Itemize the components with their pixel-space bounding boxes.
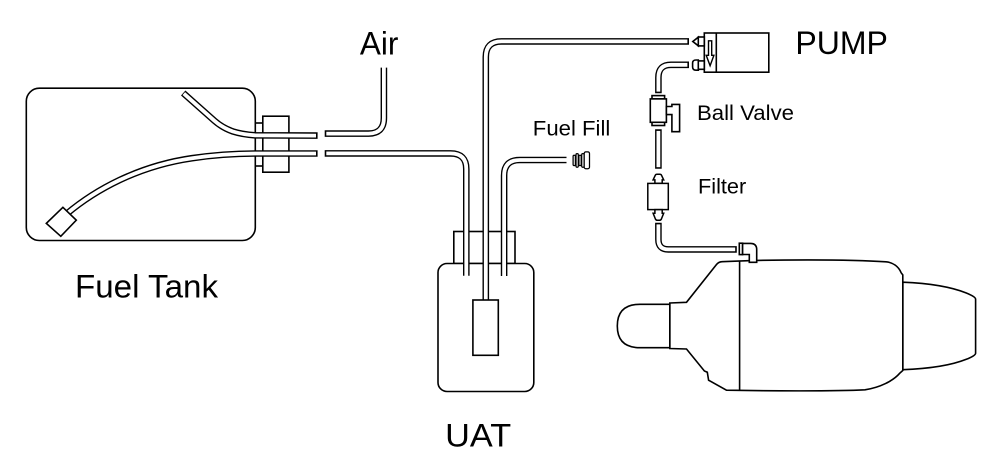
svg-text:PUMP: PUMP [795, 25, 888, 61]
svg-text:Filter: Filter [698, 176, 746, 199]
svg-text:UAT: UAT [445, 418, 511, 454]
svg-text:Ball Valve: Ball Valve [697, 102, 794, 125]
svg-text:Fuel Fill: Fuel Fill [533, 118, 611, 141]
svg-text:Air: Air [360, 25, 399, 61]
svg-text:Fuel Tank: Fuel Tank [75, 269, 219, 305]
